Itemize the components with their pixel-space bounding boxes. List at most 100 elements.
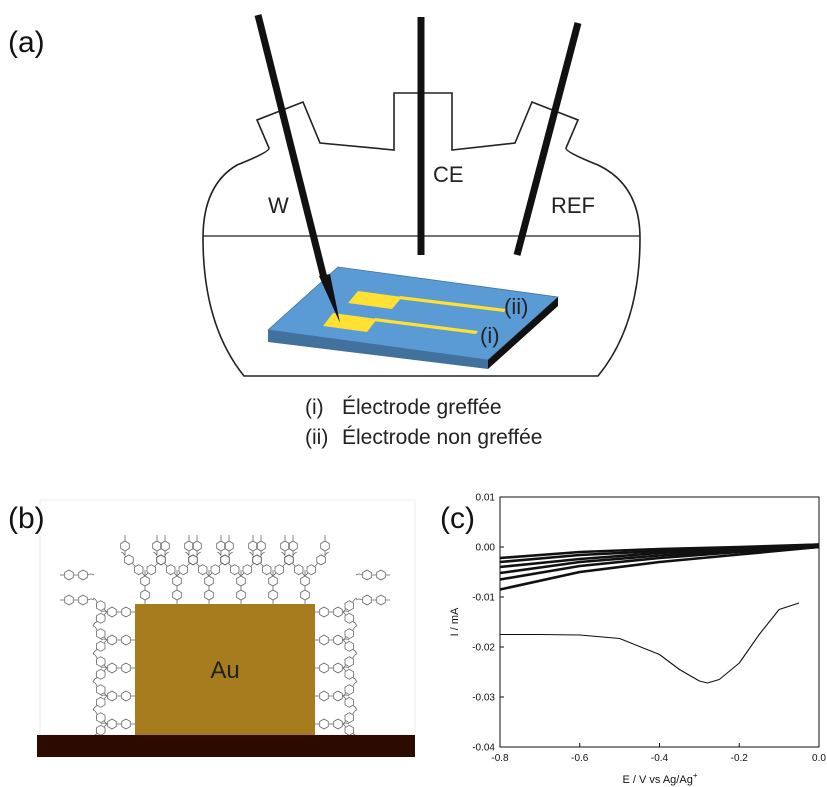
bond bbox=[260, 563, 264, 567]
wavy-bond bbox=[164, 551, 169, 557]
phenyl-ring bbox=[333, 634, 343, 646]
chip-front bbox=[268, 330, 488, 369]
legend-marker-i: (i) bbox=[305, 396, 324, 419]
bond bbox=[103, 667, 108, 672]
phenyl-ring bbox=[256, 540, 266, 552]
wavy-bond bbox=[352, 649, 358, 655]
gold-track-ii bbox=[398, 296, 506, 312]
phenyl-ring bbox=[376, 594, 386, 606]
phenyl-ring bbox=[96, 696, 106, 708]
x-tick-label: -0.2 bbox=[731, 753, 749, 764]
phenyl-ring bbox=[319, 634, 329, 646]
plot-frame bbox=[499, 496, 820, 748]
phenyl-ring bbox=[344, 668, 355, 680]
phenyl-ring bbox=[333, 690, 343, 702]
panel-c-label: (c) bbox=[440, 502, 475, 535]
bond bbox=[218, 563, 222, 567]
bond bbox=[282, 563, 286, 567]
phenyl-ring bbox=[224, 540, 234, 552]
phenyl-ring bbox=[172, 575, 182, 587]
phenyl-ring bbox=[216, 540, 226, 552]
bond bbox=[164, 563, 168, 567]
y-tick-label: -0.03 bbox=[472, 693, 495, 704]
bond bbox=[103, 695, 108, 700]
phenyl-ring bbox=[268, 589, 278, 601]
phenyl-ring bbox=[210, 564, 221, 576]
phenyl-ring bbox=[344, 640, 355, 652]
phenyl-ring bbox=[64, 594, 74, 606]
chip-label-ii: (ii) bbox=[504, 294, 528, 319]
phenyl-ring bbox=[284, 554, 294, 566]
gold-track-i bbox=[373, 318, 478, 334]
bond bbox=[144, 572, 149, 577]
wavy-bond bbox=[352, 681, 358, 687]
legend: (i) Électrode greffée (ii) Électrode non… bbox=[305, 396, 542, 449]
phenyl-ring bbox=[274, 564, 285, 576]
phenyl-ring bbox=[96, 640, 106, 652]
phenyl-ring bbox=[204, 575, 214, 587]
wavy-bond bbox=[217, 551, 222, 557]
phenyl-ring bbox=[96, 600, 106, 612]
bond bbox=[342, 692, 347, 697]
phenyl-ring bbox=[152, 540, 162, 552]
phenyl-ring bbox=[140, 575, 150, 587]
wavy-bond bbox=[92, 677, 98, 683]
cv-scan-1 bbox=[500, 602, 800, 684]
phenyl-ring bbox=[344, 684, 355, 696]
phenyl-ring bbox=[96, 668, 106, 680]
electrode-chip: (ii) (i) bbox=[267, 266, 559, 369]
phenyl-ring bbox=[107, 662, 117, 674]
phenyl-ring bbox=[280, 540, 290, 552]
phenyl-ring bbox=[160, 540, 170, 552]
bond bbox=[342, 608, 347, 613]
grafted-layer bbox=[60, 535, 390, 739]
x-tick-label: -0.8 bbox=[491, 753, 509, 764]
wavy-bond bbox=[121, 551, 126, 557]
panel-a-label: (a) bbox=[8, 26, 45, 59]
phenyl-ring bbox=[121, 634, 131, 646]
phenyl-ring bbox=[344, 600, 355, 612]
wavy-bond bbox=[249, 551, 254, 557]
wavy-bond bbox=[292, 551, 297, 557]
bond bbox=[240, 572, 245, 577]
wavy-bond bbox=[185, 551, 190, 557]
legend-text-ii: Électrode non greffée bbox=[342, 426, 542, 449]
phenyl-ring bbox=[306, 564, 317, 576]
phenyl-ring bbox=[319, 718, 329, 730]
phenyl-ring bbox=[146, 564, 157, 576]
wavy-bond bbox=[92, 625, 98, 631]
y-tick-label: 0.00 bbox=[476, 543, 496, 554]
bond bbox=[342, 611, 347, 616]
gold-pad-ii bbox=[348, 291, 402, 309]
phenyl-ring bbox=[121, 662, 131, 674]
electrochemical-cell bbox=[202, 92, 641, 377]
chip-side bbox=[488, 297, 558, 369]
y-tick-label: -0.02 bbox=[472, 643, 495, 654]
wavy-bond bbox=[92, 705, 98, 711]
phenyl-ring bbox=[333, 606, 343, 618]
cv-scan-7 bbox=[499, 543, 820, 560]
bond bbox=[103, 611, 108, 616]
phenyl-ring bbox=[165, 564, 176, 576]
label-w: W bbox=[268, 193, 289, 218]
chip-label-i: (i) bbox=[480, 323, 500, 348]
phenyl-ring bbox=[344, 656, 355, 668]
phenyl-ring bbox=[236, 575, 246, 587]
phenyl-ring bbox=[300, 575, 310, 587]
phenyl-ring bbox=[204, 589, 214, 601]
series-group bbox=[499, 543, 820, 684]
panel-b: (b) Au bbox=[8, 499, 416, 757]
panel-b-label: (b) bbox=[8, 502, 45, 535]
wavy-bond bbox=[260, 551, 265, 557]
bond bbox=[342, 695, 347, 700]
phenyl-ring bbox=[96, 684, 106, 696]
phenyl-ring bbox=[178, 564, 189, 576]
phenyl-ring bbox=[268, 575, 278, 587]
bond bbox=[314, 563, 318, 567]
phenyl-ring bbox=[319, 690, 329, 702]
reference-electrode bbox=[513, 22, 582, 256]
bond bbox=[141, 572, 146, 577]
phenyl-ring bbox=[107, 606, 117, 618]
phenyl-ring bbox=[96, 628, 106, 640]
